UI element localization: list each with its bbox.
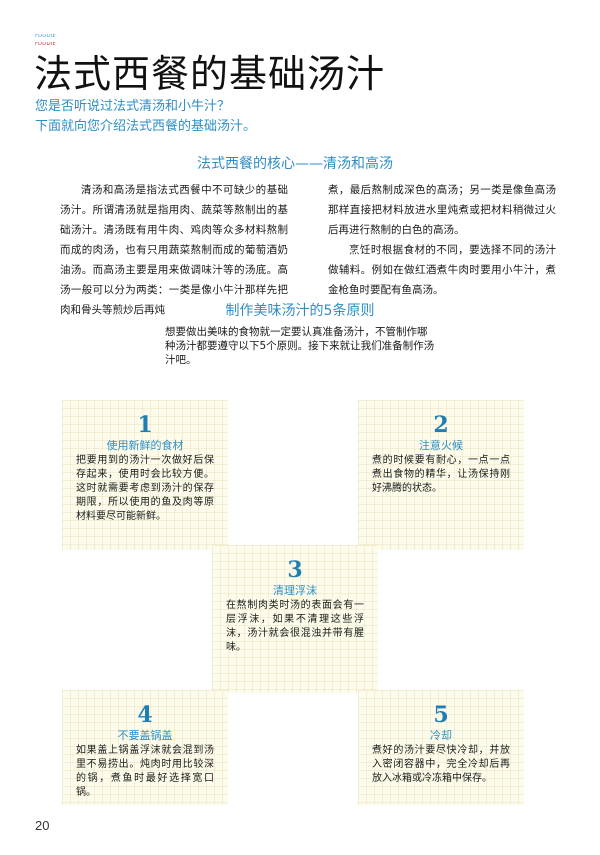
principle-number: 2: [433, 412, 449, 438]
principles-intro: 想要做出美味的食物就一定要认真准备汤汁，不管制作哪种汤汁都要遵守以下5个原则。接…: [165, 326, 435, 366]
principle-card-2: 2 注意火候 煮的时候要有耐心，一点一点煮出食物的精华，让汤保持刚好沸腾的状态。: [358, 400, 524, 550]
principle-title: 注意火候: [419, 439, 463, 452]
paragraph: 清汤和高汤是指法式西餐中不可缺少的基础汤汁。所谓清汤就是指用肉、蔬菜等熬制出的基…: [60, 184, 288, 316]
decorative-label-blue: FOODIE: [35, 34, 57, 39]
section-heading-principles: 制作美味汤汁的5条原则: [225, 303, 375, 319]
page-number: 20: [35, 818, 50, 833]
decorative-label-red: FOODIE: [35, 42, 57, 47]
principle-card-4: 4 不要盖锅盖 如果盖上锅盖浮沫就会混到汤里不易捞出。炖肉时用比较深的锅，煮鱼时…: [62, 690, 228, 805]
subtitle-line: 您是否听说过法式清汤和小牛汁？: [35, 99, 231, 114]
principle-body: 煮好的汤汁要尽快冷却，并放入密闭容器中，完全冷却后再放入冰箱或冷冻箱中保存。: [372, 745, 510, 784]
article-columns: 清汤和高汤是指法式西餐中不可缺少的基础汤汁。所谓清汤就是指用肉、蔬菜等熬制出的基…: [60, 180, 556, 320]
principle-card-5: 5 冷却 煮好的汤汁要尽快冷却，并放入密闭容器中，完全冷却后再放入冰箱或冷冻箱中…: [358, 690, 524, 805]
principle-body: 煮的时候要有耐心，一点一点煮出食物的精华，让汤保持刚好沸腾的状态。: [372, 455, 510, 494]
page-title: 法式西餐的基础汤汁: [34, 52, 386, 96]
principle-card-3: 3 清理浮沫 在熬制肉类时汤的表面会有一层浮沫，如果不清理这些浮沫，汤汁就会很混…: [212, 545, 378, 693]
left-column: 清汤和高汤是指法式西餐中不可缺少的基础汤汁。所谓清汤就是指用肉、蔬菜等熬制出的基…: [60, 180, 288, 320]
principle-body: 在熬制肉类时汤的表面会有一层浮沫，如果不清理这些浮沫，汤汁就会很混浊并带有腥味。: [226, 600, 364, 653]
principle-number: 3: [287, 557, 303, 583]
right-column: 煮，最后熬制成深色的高汤；另一类是像鱼高汤那样直接把材料放进水里炖煮或把材料稍微…: [328, 180, 556, 320]
principle-number: 5: [433, 702, 449, 728]
subtitle-line: 下面就向您介绍法式西餐的基础汤汁。: [35, 119, 257, 134]
principle-title: 清理浮沫: [273, 584, 317, 597]
principle-number: 4: [137, 702, 153, 728]
principle-body: 如果盖上锅盖浮沫就会混到汤里不易捞出。炖肉时用比较深的锅，煮鱼时最好选择宽口锅。: [76, 745, 214, 798]
paragraph: 烹饪时根据食材的不同，要选择不同的汤汁做辅料。例如在做红酒煮牛肉时要用小牛汁，煮…: [328, 244, 556, 296]
principle-title: 冷却: [430, 729, 452, 742]
section-heading-core: 法式西餐的核心——清汤和高汤: [0, 155, 600, 173]
principle-number: 1: [137, 412, 153, 438]
principle-title: 使用新鲜的食材: [106, 439, 184, 452]
subtitle: 您是否听说过法式清汤和小牛汁？ 下面就向您介绍法式西餐的基础汤汁。: [35, 97, 256, 137]
paragraph-continuation: 煮，最后熬制成深色的高汤；另一类是像鱼高汤那样直接把材料放进水里炖煮或把材料稍微…: [328, 184, 556, 236]
principle-title: 不要盖锅盖: [117, 729, 173, 742]
principle-body: 把要用到的汤汁一次做好后保存起来，使用时会比较方便。这时就需要考虑到汤汁的保存期…: [76, 455, 214, 522]
principle-card-1: 1 使用新鲜的食材 把要用到的汤汁一次做好后保存起来，使用时会比较方便。这时就需…: [62, 400, 228, 550]
section-heading-text: 法式西餐的核心——清汤和高汤: [197, 156, 393, 172]
